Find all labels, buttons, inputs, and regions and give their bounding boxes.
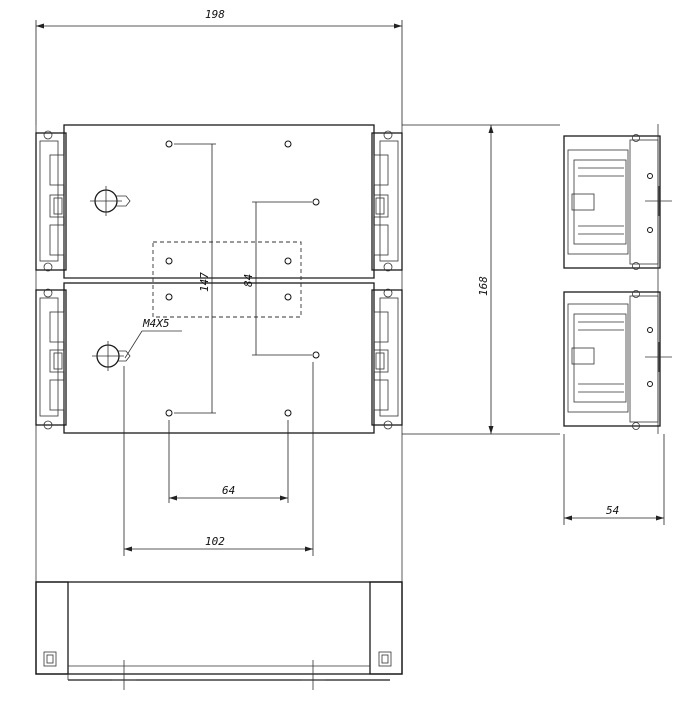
dim-horizontal-102: 102 — [123, 362, 314, 556]
side-view — [563, 124, 672, 434]
dim-vertical-84: 84 — [242, 201, 312, 356]
dim-side-depth: 54 — [563, 434, 665, 525]
dim-label-147: 147 — [198, 272, 211, 292]
keyhole-lower — [92, 341, 131, 371]
dim-overall-height: 168 — [402, 124, 560, 435]
dim-vertical-147: 147 — [174, 143, 216, 414]
left-terminal-lower — [35, 288, 67, 430]
dim-label-84: 84 — [242, 274, 255, 287]
dim-label-168: 168 — [477, 276, 490, 296]
dim-overall-width: 198 — [35, 8, 403, 125]
callout-label: M4X5 — [142, 317, 170, 330]
right-terminal-upper — [371, 130, 403, 272]
dashed-mounting-area — [152, 241, 302, 318]
left-terminal-upper — [35, 130, 67, 272]
lower-module — [35, 282, 403, 434]
right-terminal-lower — [371, 288, 403, 430]
mounting-holes — [165, 140, 320, 417]
dim-label-198: 198 — [205, 8, 225, 21]
dim-label-102: 102 — [205, 535, 225, 548]
upper-module — [35, 124, 403, 279]
hole-callout: M4X5 — [124, 317, 182, 359]
dim-label-54: 54 — [606, 504, 619, 517]
keyhole-upper — [90, 186, 131, 216]
dim-label-64: 64 — [222, 484, 235, 497]
dim-horizontal-64: 64 — [168, 420, 289, 503]
bottom-view — [35, 581, 403, 690]
